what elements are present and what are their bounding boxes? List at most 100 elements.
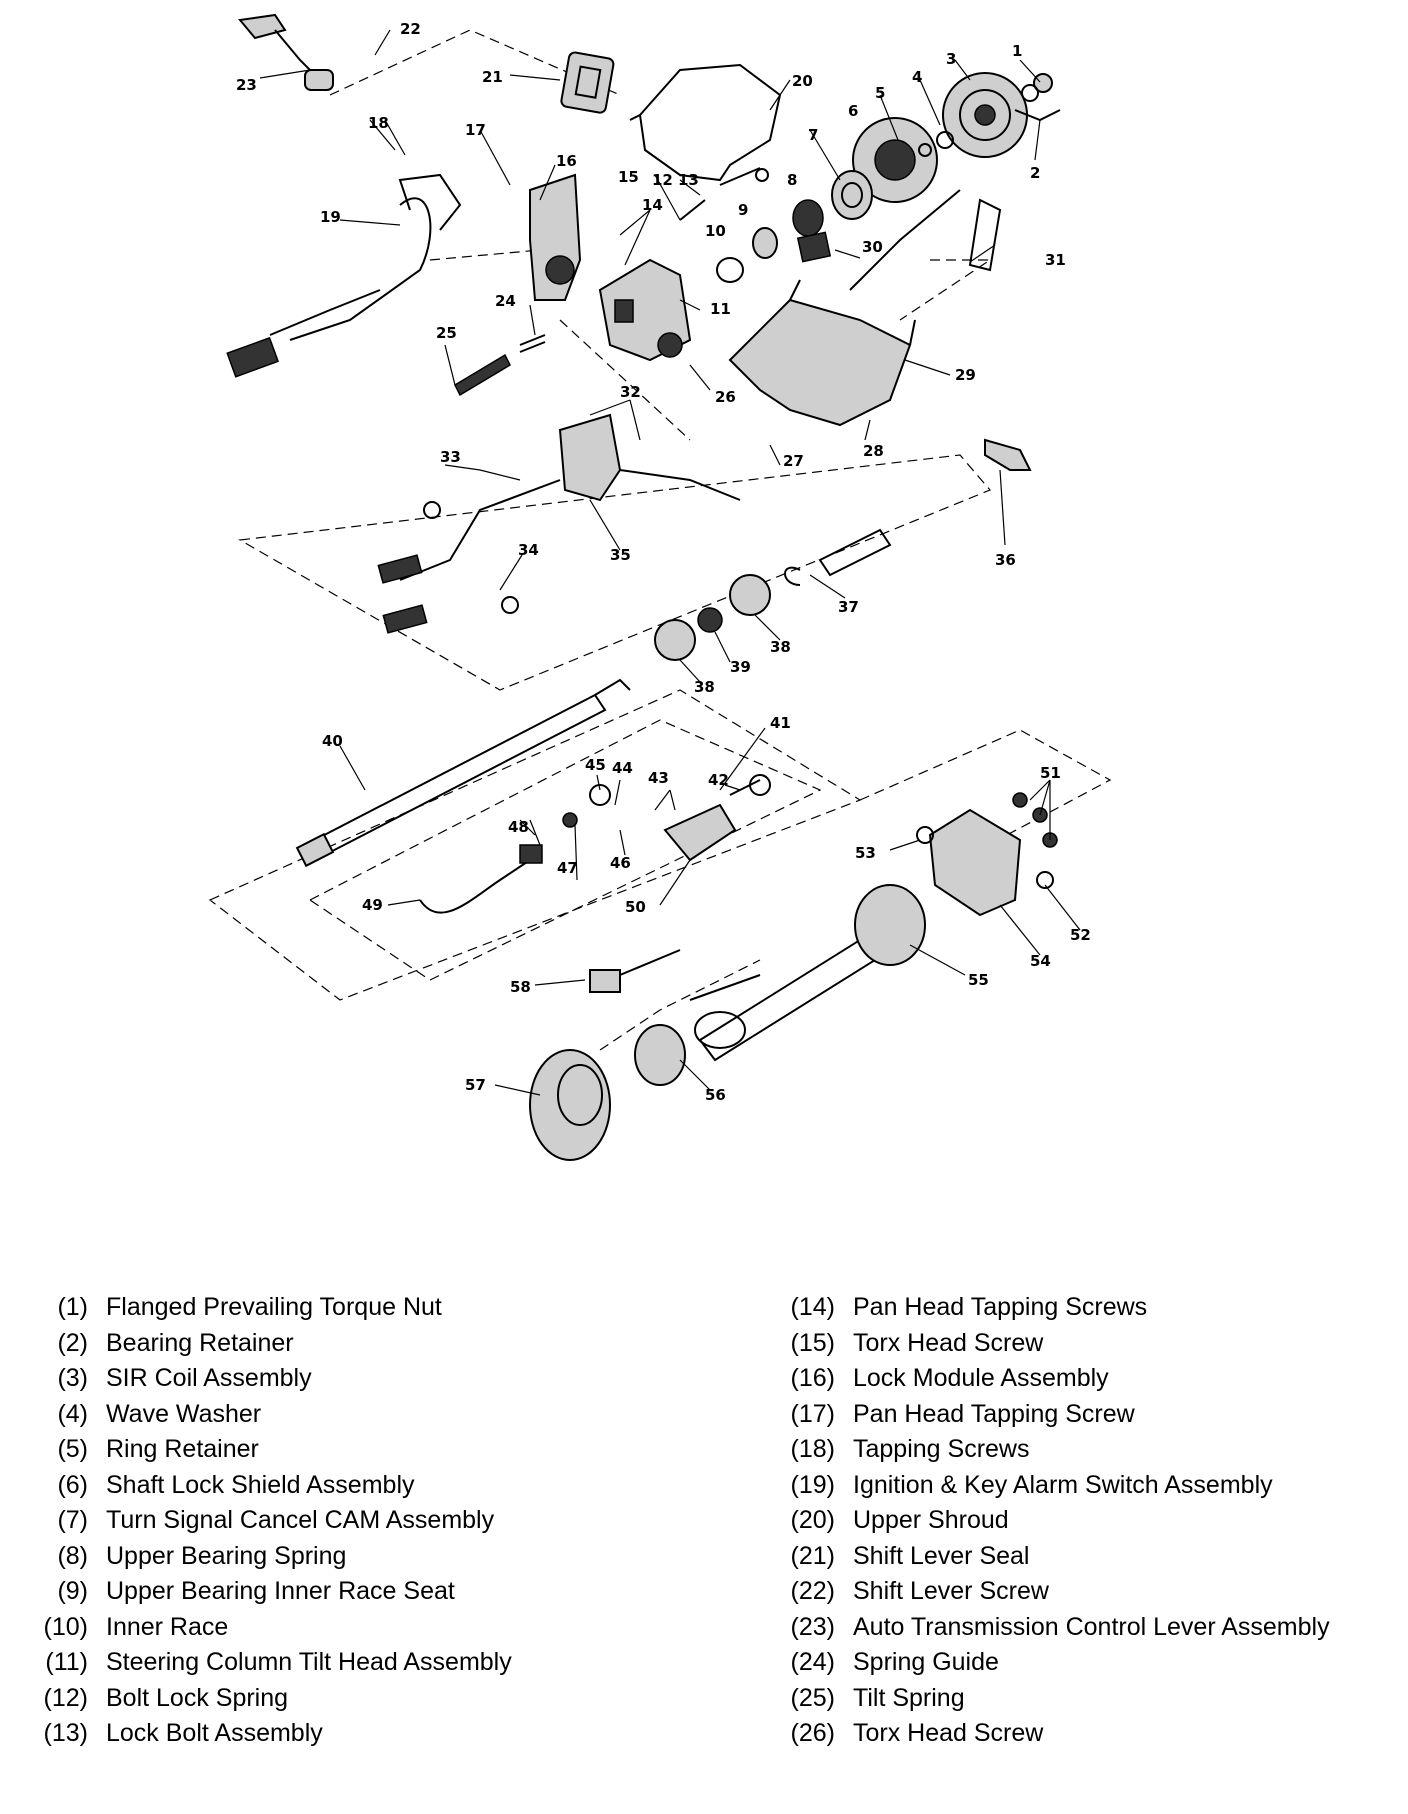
callout-38-lower: 38 [694, 678, 715, 696]
legend-item: (6)Shaft Lock Shield Assembly [18, 1468, 708, 1504]
part-23-control-lever [238, 13, 334, 91]
callout-39: 39 [730, 658, 751, 676]
callout-34: 34 [518, 541, 539, 559]
legend-item-label: Inner Race [106, 1612, 229, 1641]
callout-50: 50 [625, 898, 646, 916]
callout-8: 8 [787, 171, 797, 189]
legend-item-number: (19) [790, 1470, 835, 1499]
callout-32: 32 [620, 383, 641, 401]
legend-item-label: Torx Head Screw [853, 1719, 1044, 1748]
part-40-lower-shaft [295, 678, 631, 868]
callout-33: 33 [440, 448, 461, 466]
callout-7: 7 [808, 126, 818, 144]
callout-6: 6 [848, 102, 858, 120]
legend-item-label: Bearing Retainer [106, 1328, 294, 1357]
callout-18: 18 [368, 114, 389, 132]
legend-item-label: Upper Shroud [853, 1506, 1009, 1535]
legend-item: (7) Turn Signal Cancel CAM Assembly [18, 1503, 708, 1539]
legend-item: (17)Pan Head Tapping Screw [765, 1397, 1405, 1433]
callout-13: 13 [678, 171, 699, 189]
legend-item-number: (23) [790, 1612, 835, 1641]
legend-item-number: (15) [790, 1328, 835, 1357]
callout-16: 16 [556, 152, 577, 170]
legend-item-number: (13) [43, 1719, 88, 1748]
callout-58: 58 [510, 978, 531, 996]
legend-item-label: Torx Head Screw [853, 1328, 1044, 1357]
callout-41: 41 [770, 714, 791, 732]
legend-item: (21) Shift Lever Seal [765, 1539, 1405, 1575]
legend-item-number: (12) [43, 1683, 88, 1712]
legend-item-label: Lock Module Assembly [853, 1364, 1109, 1393]
legend-item: (12) Bolt Lock Spring [18, 1681, 708, 1717]
callout-55: 55 [968, 971, 989, 989]
legend-item-label: Turn Signal Cancel CAM Assembly [106, 1506, 495, 1535]
exploded-diagram: 1 2 3 4 5 6 7 8 9 10 11 12 13 14 15 16 1… [208, 13, 1112, 1161]
legend-item: (2)Bearing Retainer [18, 1326, 708, 1362]
callout-4: 4 [912, 68, 922, 86]
part-6-shaft-lock-shield [852, 117, 954, 203]
part-38-39-bearings [654, 574, 771, 661]
legend-item-label: Lock Bolt Assembly [106, 1719, 323, 1748]
legend-item-number: (14) [790, 1293, 835, 1322]
callout-26: 26 [715, 388, 736, 406]
legend-item: (16)Lock Module Assembly [765, 1361, 1405, 1397]
legend-item-label: Wave Washer [106, 1399, 262, 1428]
callout-12: 12 [652, 171, 673, 189]
legend-item-label: Shift Lever Seal [853, 1541, 1030, 1570]
legend-item-label: Bolt Lock Spring [106, 1683, 289, 1712]
part-25-24-tilt-spring [454, 334, 546, 397]
callout-9: 9 [738, 201, 748, 219]
part-21-shift-lever-seal [560, 51, 615, 114]
legend-item-label: Shaft Lock Shield Assembly [106, 1470, 415, 1499]
legend-item-number: (10) [43, 1612, 88, 1641]
legend-column-right: (14)Pan Head Tapping Screws (15)Torx Hea… [765, 1290, 1405, 1752]
legend-item: (24)Spring Guide [765, 1645, 1405, 1681]
callout-20: 20 [792, 72, 813, 90]
legend-item-number: (22) [790, 1577, 835, 1606]
part-12-13-lock-bolt [679, 167, 769, 221]
legend-item-label: Tapping Screws [853, 1435, 1030, 1464]
legend-item: (18)Tapping Screws [765, 1432, 1405, 1468]
legend-item-number: (21) [790, 1541, 835, 1570]
callout-40: 40 [322, 732, 343, 750]
callout-54: 54 [1030, 952, 1051, 970]
legend-item: (9) Upper Bearing Inner Race Seat [18, 1574, 708, 1610]
callout-47: 47 [557, 859, 578, 877]
callout-1: 1 [1012, 42, 1022, 60]
legend-item-label: Flanged Prevailing Torque Nut [106, 1293, 442, 1322]
legend-item-label: Ignition & Key Alarm Switch Assembly [853, 1470, 1273, 1499]
part-3-sir-coil [942, 72, 1061, 158]
part-30-31 [796, 189, 1002, 291]
callout-21: 21 [482, 68, 503, 86]
legend-item-number: (9) [57, 1577, 88, 1606]
callout-43: 43 [648, 769, 669, 787]
legend-item: (10) Inner Race [18, 1610, 708, 1646]
legend-item-label: Pan Head Tapping Screw [853, 1399, 1135, 1428]
callout-51: 51 [1040, 764, 1061, 782]
callout-labels: 1 2 3 4 5 6 7 8 9 10 11 12 13 14 15 16 1… [236, 20, 1091, 1104]
callout-42: 42 [708, 771, 729, 789]
callout-45: 45 [585, 756, 606, 774]
callout-27: 27 [783, 452, 804, 470]
part-11-tilt-head [598, 258, 692, 362]
legend-item-number: (3) [57, 1364, 88, 1393]
callout-2: 2 [1030, 164, 1040, 182]
legend-column-left: (1)Flanged Prevailing Torque Nut (2)Bear… [18, 1290, 708, 1752]
legend-item-label: Auto Transmission Control Lever Assembly [853, 1612, 1330, 1641]
legend-item-label: Upper Bearing Inner Race Seat [106, 1577, 455, 1606]
legend-item-label: Shift Lever Screw [853, 1577, 1049, 1606]
callout-53: 53 [855, 844, 876, 862]
part-7-cancel-cam [831, 170, 873, 220]
part-19-ignition-switch-harness [226, 173, 462, 378]
callout-28: 28 [863, 442, 884, 460]
part-51-54-bracket [916, 792, 1058, 917]
legend-item: (4)Wave Washer [18, 1397, 708, 1433]
callout-30: 30 [862, 238, 883, 256]
legend-item-number: (7) [57, 1506, 88, 1535]
legend-item-label: Tilt Spring [853, 1683, 965, 1712]
legend-item-number: (11) [45, 1648, 88, 1677]
legend-item-label: Spring Guide [853, 1648, 999, 1677]
legend-item: (15) Torx Head Screw [765, 1326, 1405, 1362]
part-55-jacket [689, 884, 926, 1062]
steering-column-exploded-view: 1 2 3 4 5 6 7 8 9 10 11 12 13 14 15 16 1… [208, 13, 1112, 1161]
